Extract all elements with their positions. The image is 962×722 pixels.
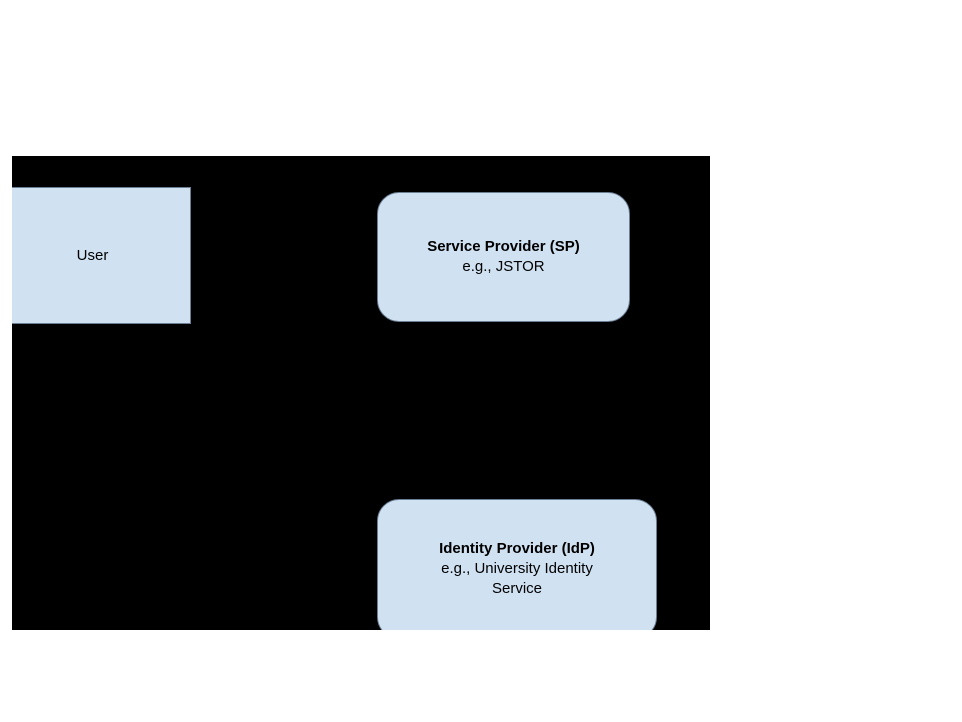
- connector-user-to-identity-provider: [191, 255, 194, 567]
- service-provider-node-title: Service Provider (SP): [427, 238, 580, 256]
- diagram-stage: User Service Provider (SP) e.g., JSTOR I…: [12, 156, 710, 630]
- identity-provider-node-subtitle-line1: e.g., University Identity: [441, 560, 593, 578]
- connector-service-provider-to-identity-provider: [530, 320, 533, 500]
- connector-user-to-service-provider: [191, 255, 377, 258]
- identity-provider-node[interactable]: Identity Provider (IdP) e.g., University…: [377, 499, 657, 630]
- service-provider-node[interactable]: Service Provider (SP) e.g., JSTOR: [377, 192, 630, 322]
- identity-provider-node-subtitle-line2: Service: [491, 579, 543, 597]
- user-node-label: User: [76, 246, 109, 264]
- identity-provider-node-title: Identity Provider (IdP): [439, 540, 595, 558]
- user-node[interactable]: User: [12, 187, 191, 324]
- service-provider-node-subtitle: e.g., JSTOR: [462, 258, 545, 275]
